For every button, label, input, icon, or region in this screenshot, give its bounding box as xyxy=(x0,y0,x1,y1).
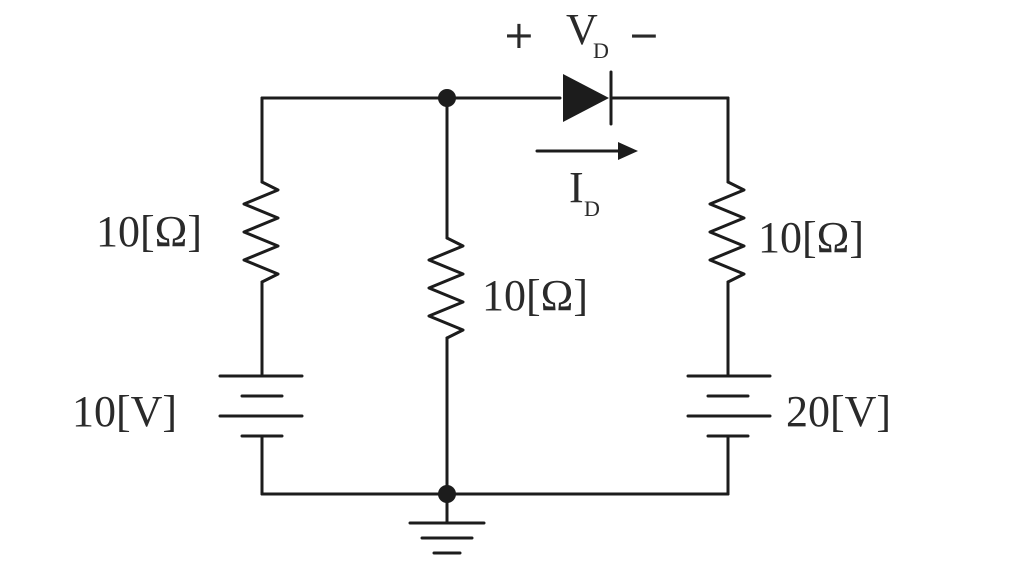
middle-branch xyxy=(427,96,465,496)
diode xyxy=(563,70,613,126)
diode-plus-sign: + xyxy=(503,13,535,57)
diode-current-symbol: I xyxy=(569,163,584,212)
left-branch xyxy=(218,96,304,496)
left-resistor-label: 10[Ω] xyxy=(96,207,202,256)
left-battery xyxy=(218,374,304,438)
current-arrow xyxy=(535,142,638,160)
middle-resistor xyxy=(427,236,465,340)
diode-voltage-symbol: V xyxy=(566,5,598,54)
top-junction-dot xyxy=(438,89,456,107)
right-resistor xyxy=(708,180,746,284)
diode-minus-sign: − xyxy=(628,13,660,57)
right-resistor-label: 10[Ω] xyxy=(758,213,864,262)
diode-current-subscript: D xyxy=(584,196,600,221)
diode-voltage-subscript: D xyxy=(593,38,609,63)
ground-symbol xyxy=(408,492,486,555)
right-branch xyxy=(686,96,772,496)
left-source-label: 10[V] xyxy=(72,387,177,436)
right-battery xyxy=(686,374,772,438)
left-resistor xyxy=(242,180,280,284)
diode-triangle xyxy=(563,74,609,122)
right-source-label: 20[V] xyxy=(786,387,891,436)
middle-resistor-label: 10[Ω] xyxy=(482,271,588,320)
